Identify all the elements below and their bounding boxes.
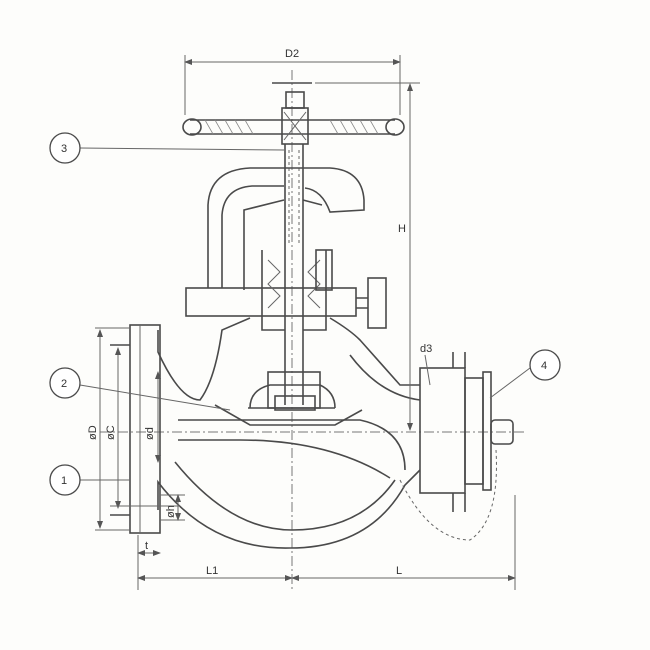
dim-label-D: øD — [87, 425, 99, 440]
svg-text:4: 4 — [541, 360, 547, 372]
dim-label-D2: D2 — [285, 48, 299, 60]
dim-label-d3: d3 — [420, 343, 432, 355]
balloon-2: 2 — [49, 367, 231, 411]
valve-body — [157, 317, 421, 549]
balloon-3: 3 — [49, 132, 285, 164]
dim-label-L1: L1 — [206, 565, 218, 577]
dimension-lines — [95, 55, 516, 590]
dim-label-d: ød — [144, 427, 156, 440]
stem — [284, 144, 304, 405]
balloon-1: 1 — [49, 464, 130, 496]
svg-text:2: 2 — [61, 378, 67, 390]
dim-label-L: L — [396, 565, 402, 577]
dim-label-h: øh — [165, 505, 177, 518]
outlet-flange-cap — [399, 352, 514, 541]
dim-label-H: H — [398, 223, 406, 235]
dim-label-t: t — [145, 540, 148, 552]
svg-text:1: 1 — [61, 475, 67, 487]
handwheel — [182, 82, 405, 145]
bonnet-yoke — [185, 167, 387, 331]
balloon-4: 4 — [489, 349, 561, 399]
dim-label-C: øC — [105, 425, 117, 440]
svg-text:3: 3 — [61, 143, 67, 155]
